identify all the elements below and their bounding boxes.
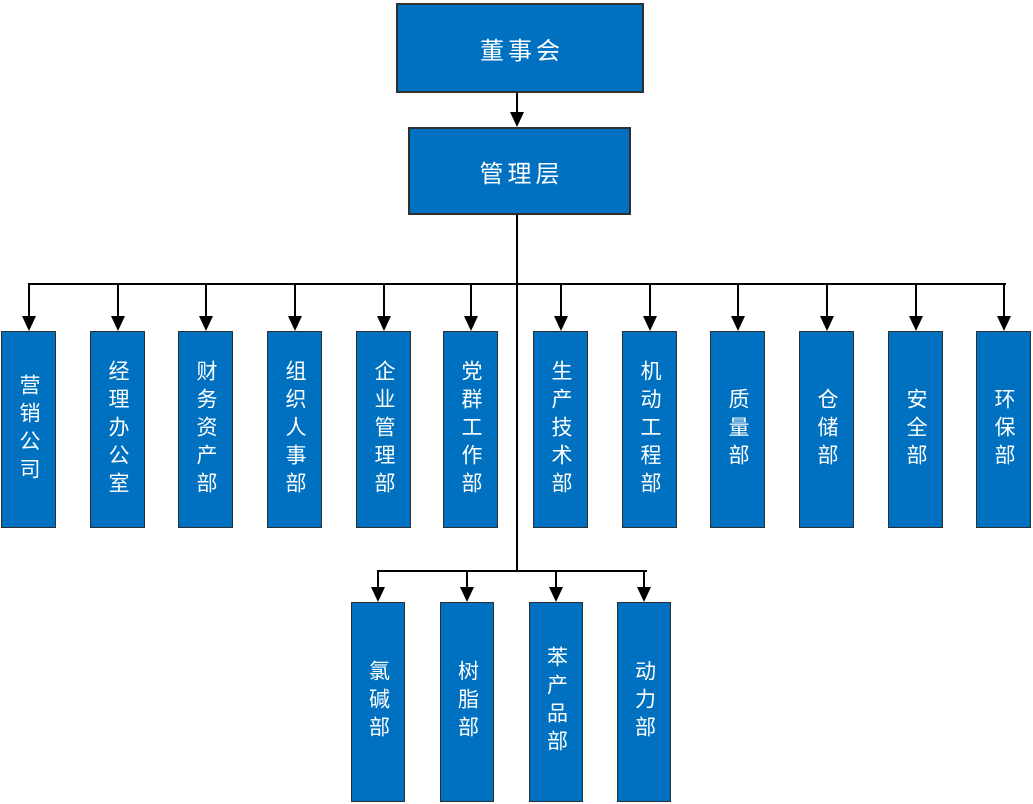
department-node-8: 质量部 [710,331,765,528]
production-unit-connector [555,570,557,589]
department-connector [915,283,917,318]
department-label: 环保部 [992,387,1016,472]
department-label: 组织人事部 [283,359,307,500]
department-node-6: 生产技术部 [533,331,588,528]
department-connector [1003,283,1005,318]
department-label: 质量部 [726,387,750,472]
arrow-down-icon [371,587,385,602]
arrow-down-icon [510,112,524,127]
arrow-down-icon [377,316,391,331]
department-label: 机动工程部 [638,359,662,500]
department-node-2: 财务资产部 [178,331,233,528]
production-unit-label: 树脂部 [455,660,480,744]
department-label: 安全部 [904,387,928,472]
production-unit-node-2: 苯产品部 [529,602,583,802]
department-node-5: 党群工作部 [443,331,498,528]
arrow-down-icon [820,316,834,331]
arrow-down-icon [731,316,745,331]
management-label: 管理层 [479,159,564,188]
department-connector [826,283,828,318]
department-label: 生产技术部 [549,359,573,500]
department-node-7: 机动工程部 [622,331,677,528]
department-connector [383,283,385,318]
production-unit-label: 动力部 [632,660,657,744]
department-label: 财务资产部 [194,359,218,500]
department-connector [205,283,207,318]
department-node-4: 企业管理部 [356,331,411,528]
production-unit-node-3: 动力部 [617,602,671,802]
department-label: 经理办公室 [106,359,130,500]
department-connector [117,283,119,318]
arrow-down-icon [643,316,657,331]
department-label: 仓储部 [815,387,839,472]
department-label: 企业管理部 [372,359,396,500]
department-node-1: 经理办公室 [90,331,145,528]
production-unit-node-0: 氯碱部 [351,602,405,802]
arrow-down-icon [111,316,125,331]
production-unit-label: 苯产品部 [544,646,569,758]
connector-board-management [516,93,518,114]
arrow-down-icon [554,316,568,331]
arrow-down-icon [637,587,651,602]
department-label: 党群工作部 [459,359,483,500]
production-unit-connector [466,570,468,589]
department-connector [737,283,739,318]
department-node-11: 环保部 [976,331,1031,528]
department-connector [560,283,562,318]
department-connector [294,283,296,318]
production-unit-connector [643,570,645,589]
org-node-board: 董事会 [396,3,644,93]
connector-management-trunk [516,215,518,572]
arrow-down-icon [460,587,474,602]
arrow-down-icon [549,587,563,602]
board-label: 董事会 [480,36,564,65]
connector-units-bus [377,570,647,572]
production-unit-label: 氯碱部 [366,660,391,744]
department-label: 营销公司 [17,373,41,486]
department-connector [470,283,472,318]
arrow-down-icon [909,316,923,331]
department-connector [28,283,30,318]
arrow-down-icon [464,316,478,331]
production-unit-connector [377,570,379,589]
org-node-management: 管理层 [408,127,631,215]
department-connector [649,283,651,318]
department-node-3: 组织人事部 [267,331,322,528]
department-node-9: 仓储部 [799,331,854,528]
production-unit-node-1: 树脂部 [440,602,494,802]
connector-departments-bus [28,283,1006,285]
arrow-down-icon [22,316,36,331]
department-node-0: 营销公司 [1,331,56,528]
department-node-10: 安全部 [888,331,943,528]
arrow-down-icon [997,316,1011,331]
arrow-down-icon [199,316,213,331]
arrow-down-icon [288,316,302,331]
